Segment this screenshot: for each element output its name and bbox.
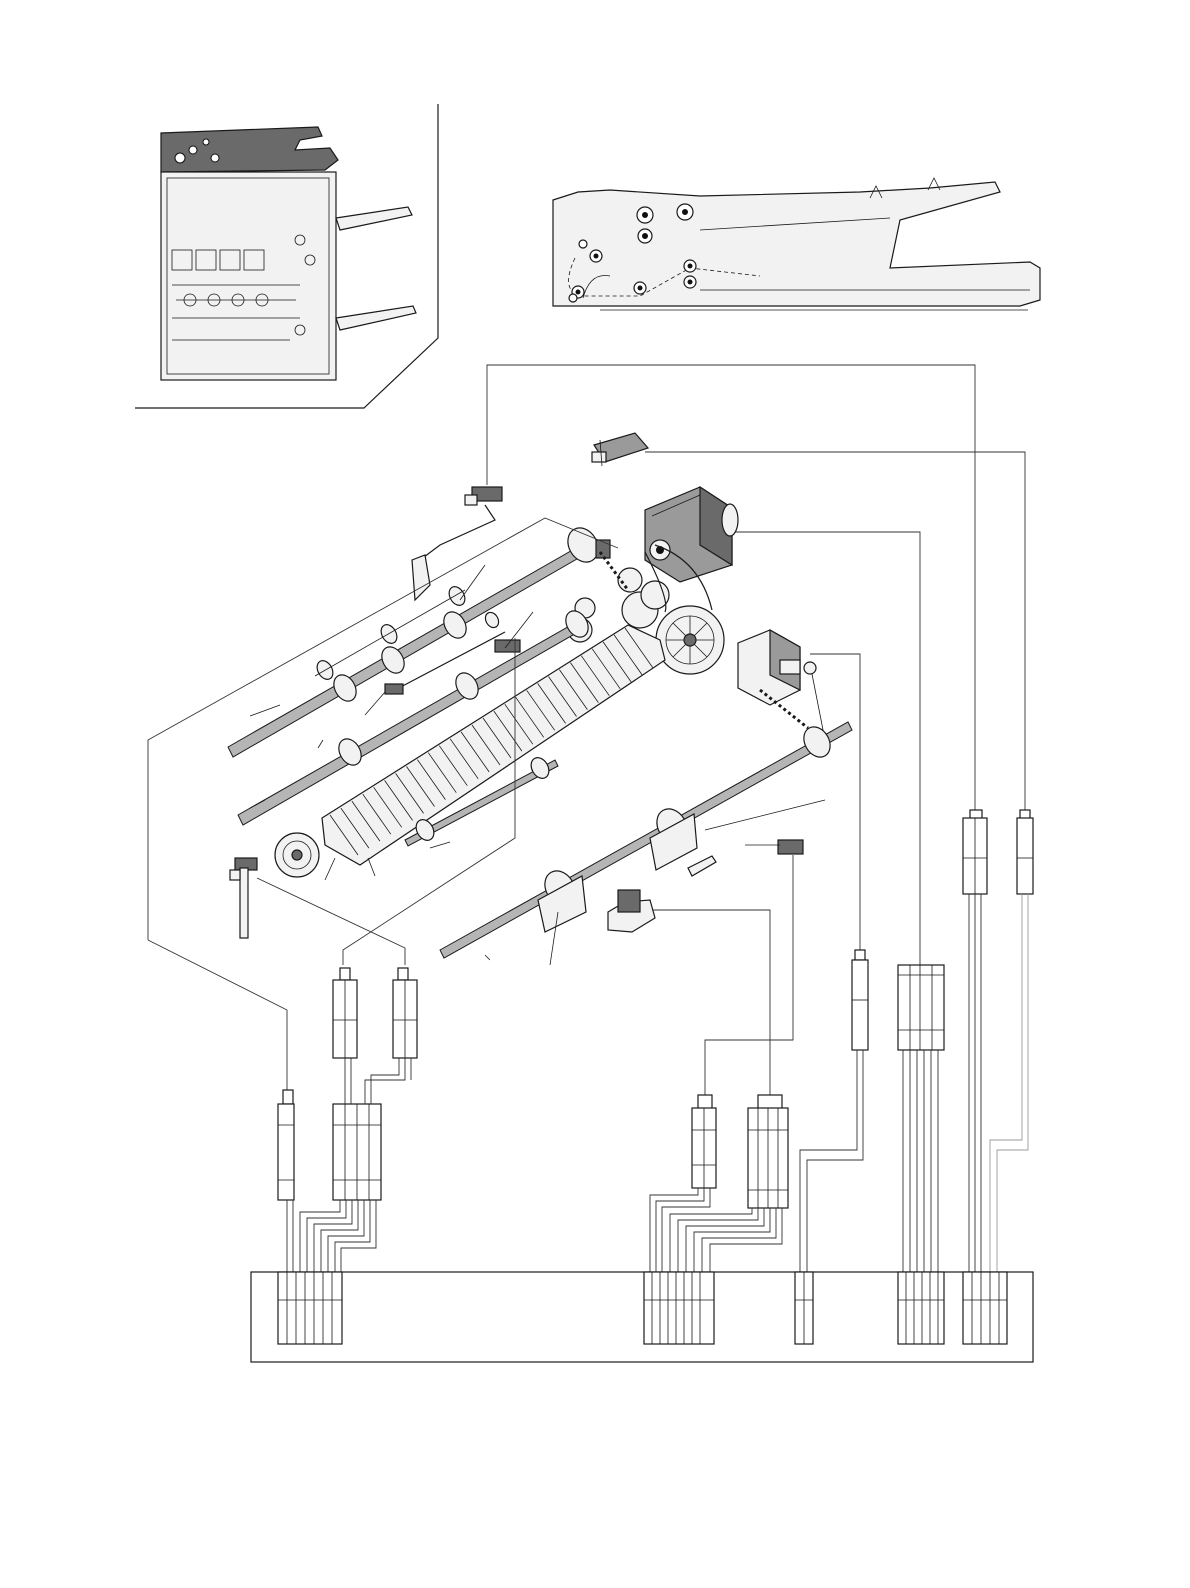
top-sensor [412,487,502,600]
feeder-section [553,178,1040,310]
guide-plate [275,625,665,877]
left-sensor [230,858,257,938]
solenoid [738,630,825,740]
right-sensor [688,800,825,876]
machine-overview [135,104,438,408]
control-pwb [251,1272,1033,1362]
micro-switch [592,433,648,466]
clutch [608,890,655,932]
wire-harness-lower [287,894,1028,1278]
